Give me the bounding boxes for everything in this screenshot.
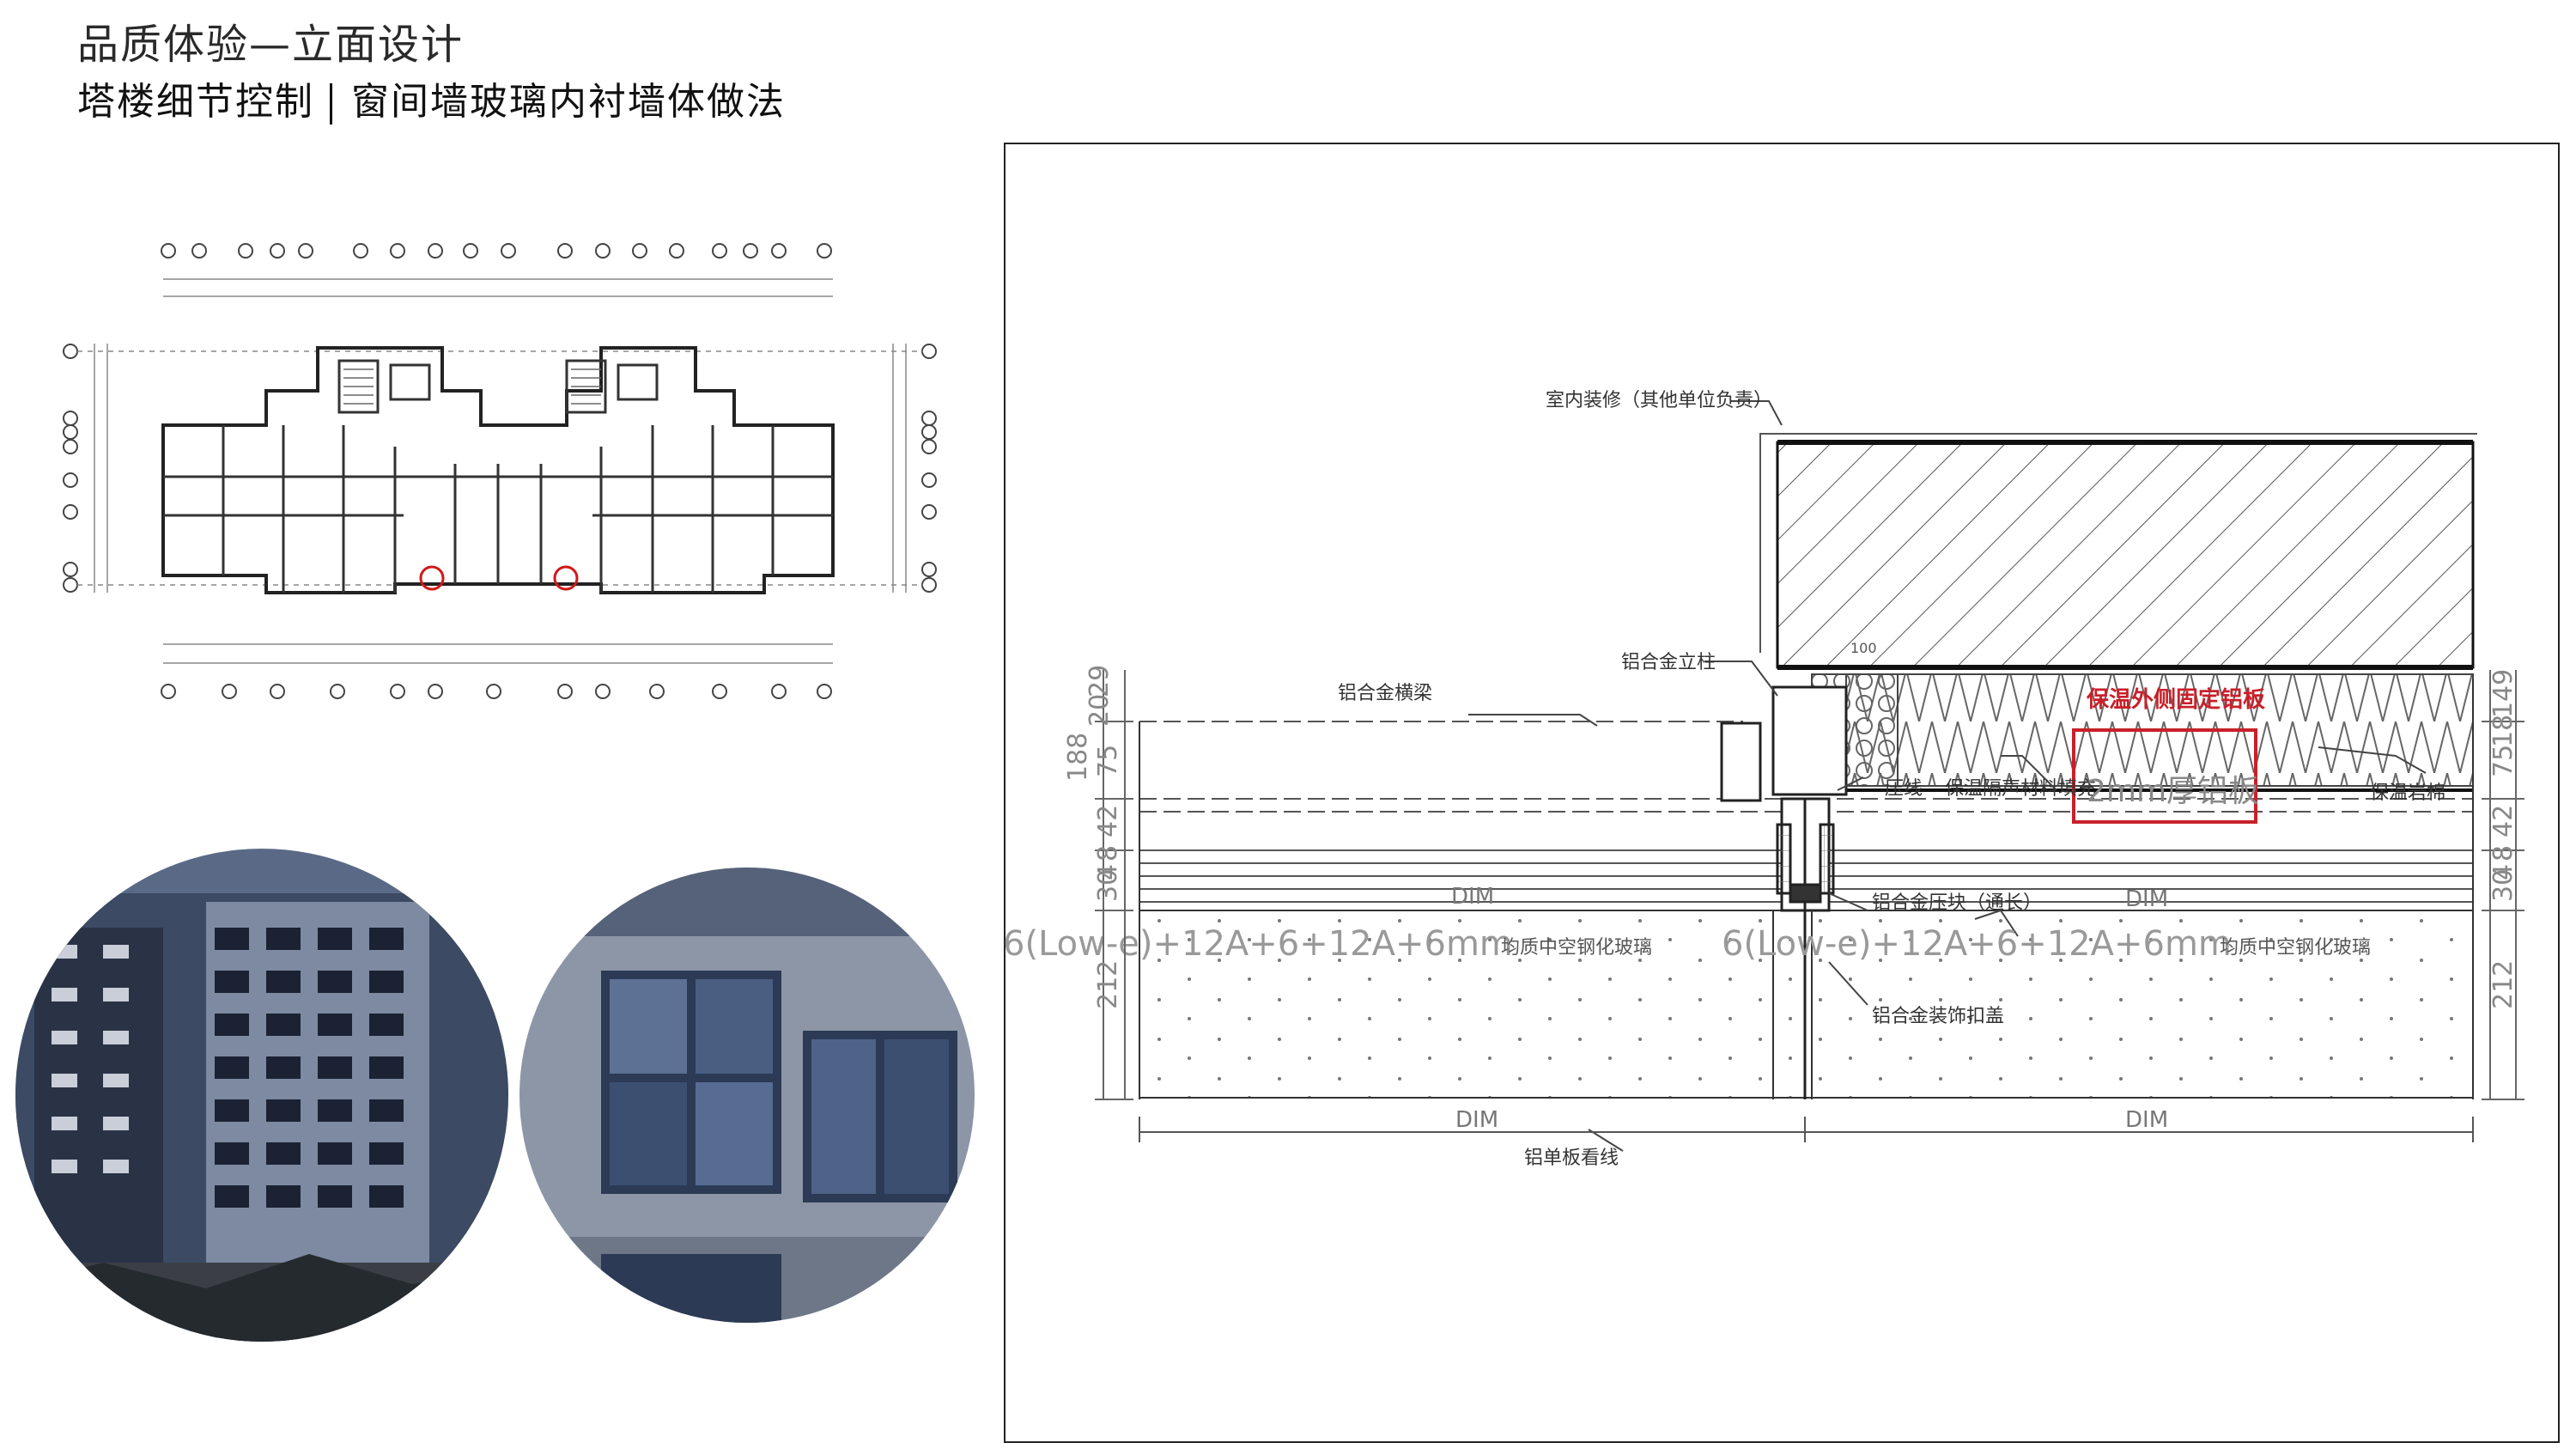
glass-spec-left-suffix: 均质中空钢化玻璃: [1501, 937, 1652, 959]
dim-right-42: 42: [2488, 805, 2518, 837]
bottom-axis-bubbles: [161, 684, 832, 699]
dim-right-8: 8: [2488, 845, 2518, 861]
dim-100: 100: [1850, 640, 1877, 656]
side-axis-bubbles: [63, 344, 937, 593]
page-title: 品质体验—立面设计: [77, 21, 465, 69]
dim-right-18: 18: [2488, 715, 2518, 747]
dim-right-212: 212: [2488, 960, 2518, 1009]
dim-right-30: 30: [2488, 869, 2518, 902]
dim-label-2: DIM: [2125, 886, 2168, 912]
floor-plan: [63, 243, 937, 699]
label-panel-line: 铝单板看线: [1524, 1148, 1619, 1169]
dim-left-4: 4: [1093, 864, 1123, 880]
photo-right: [519, 868, 975, 1323]
subtitle-left: 塔楼细节控制: [77, 80, 314, 124]
glass-spec-right: 6(Low-e)+12A+6+12A+6mm: [1722, 924, 2232, 964]
dim-left-20: 20: [1084, 694, 1115, 727]
dim-right-4: 4: [2488, 864, 2518, 880]
dim-left-30: 30: [1093, 869, 1123, 902]
subtitle-separator: [330, 83, 332, 125]
dim-left-42: 42: [1093, 805, 1123, 837]
dim-right-75: 75: [2488, 745, 2518, 777]
callout-box: [2072, 728, 2257, 824]
label-pressure-plate: 铝合金压块（通长）: [1872, 892, 2042, 914]
label-alu-plate: 2mm厚铝板: [2087, 774, 2259, 809]
top-axis-bubbles: [161, 243, 832, 259]
label-insulation-wool: 保温岩棉: [2370, 782, 2445, 804]
plan-highlight-right: [553, 565, 579, 591]
detail-drawing: 保温外侧固定铝板 室内装修（其他单位负责） 铝合金立柱 铝合金横梁 压线 保温隔…: [1003, 143, 2560, 1443]
label-decor-cap: 铝合金装饰扣盖: [1872, 1006, 2004, 1027]
label-mullion: 铝合金立柱: [1621, 652, 1716, 673]
dim-label-4: DIM: [2125, 1107, 2168, 1133]
glass-spec-left: 6(Low-e)+12A+6+12A+6mm: [1003, 924, 1513, 964]
plan-highlight-left: [419, 565, 445, 591]
label-transom: 铝合金横梁: [1338, 683, 1432, 704]
detail-frame: [1004, 143, 2560, 1443]
dim-left-188: 188: [1063, 733, 1093, 782]
photo-left: [15, 849, 508, 1342]
dim-left-8: 8: [1093, 845, 1123, 861]
dim-label-1: DIM: [1451, 884, 1494, 910]
dim-left-29: 29: [1084, 665, 1115, 697]
label-acoustic-fill: 保温隔声材料填充: [1945, 778, 2096, 800]
dim-left-212: 212: [1093, 960, 1123, 1009]
dim-left-75: 75: [1093, 745, 1123, 777]
page-subtitle: 塔楼细节控制窗间墙玻璃内衬墙体做法: [77, 70, 786, 125]
wall-slab: [1776, 441, 2475, 669]
glass-spec-right-suffix: 均质中空钢化玻璃: [2220, 937, 2371, 959]
dim-right-149: 149: [2488, 669, 2518, 718]
label-bead: 压线: [1885, 778, 1923, 800]
mullion-profile: [1720, 685, 1848, 1099]
label-interior: 室内装修（其他单位负责）: [1546, 390, 1772, 411]
subtitle-right: 窗间墙玻璃内衬墙体做法: [351, 80, 786, 124]
dim-label-3: DIM: [1455, 1107, 1498, 1133]
callout-label: 保温外侧固定铝板: [2086, 686, 2265, 713]
